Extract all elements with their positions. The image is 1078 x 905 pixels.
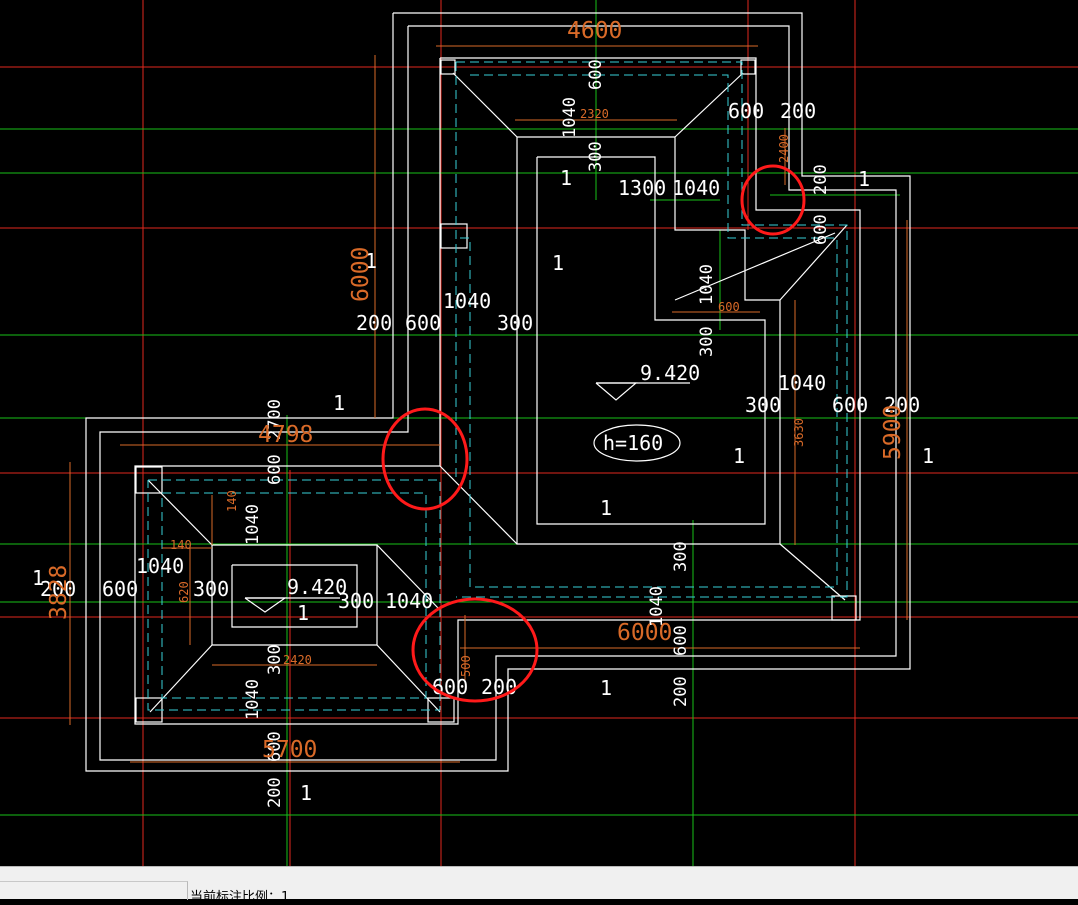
dim-label: 200 (780, 99, 816, 123)
grid-mark: 1 (552, 251, 564, 275)
dim-label: 600 (586, 59, 606, 90)
dim-label: 1040 (560, 97, 580, 138)
dim-label: 300 (697, 326, 717, 357)
grid-mark: 1 (600, 676, 612, 700)
dim-label: 2700 (265, 399, 285, 440)
elevation-labels: 9.420 9.420 h=160 (287, 361, 700, 599)
grid-mark: 1 (922, 444, 934, 468)
review-circle (411, 597, 539, 703)
lower-left-dimensions: 2700 4798 600 1040 140 200 600 1040 300 … (40, 399, 317, 808)
dim-label: 600 (718, 300, 740, 314)
dim-label: 1040 (136, 554, 184, 578)
dim-label: 600 (811, 214, 831, 245)
dim-label: 200 (811, 164, 831, 195)
cyan-dashed-lines (147, 61, 848, 711)
dim-label: 1040 (385, 589, 433, 613)
grid-mark: 1 (300, 781, 312, 805)
dim-label: 6000 (617, 620, 672, 646)
height-label-ellipse (593, 424, 681, 462)
dim-label: 3630 (792, 418, 806, 447)
dim-label: 300 (338, 589, 374, 613)
dim-label: 500 (459, 655, 473, 677)
elevation-label: 9.420 (287, 575, 347, 599)
dim-label: 140 (170, 538, 192, 552)
dim-label: 600 (832, 393, 868, 417)
dim-label: 200 (481, 675, 517, 699)
dim-label: 5900 (880, 405, 906, 460)
dim-label: 600 (405, 311, 441, 335)
dim-label: 600 (432, 675, 468, 699)
grid-mark: 1 (733, 444, 745, 468)
dim-label: 200 (356, 311, 392, 335)
cad-drawing-canvas[interactable]: 1 1 1 1 1 1 1 1 1 1 1 1 4600 600 1040 23… (0, 0, 1078, 866)
dim-label: 200 (884, 393, 920, 417)
dim-label: 600 (265, 731, 285, 762)
dim-label: 200 (671, 676, 691, 707)
dim-label: 300 (586, 141, 606, 172)
dim-label: 1040 (443, 289, 491, 313)
bottom-middle-dimensions: 300 1040 6000 300 1040 600 200 600 200 5… (338, 541, 691, 707)
review-markup (381, 164, 806, 703)
dim-label: 4798 (258, 422, 313, 448)
white-wall-outline (85, 12, 911, 772)
dim-label: 2400 (777, 134, 791, 163)
dim-label: 1040 (243, 679, 263, 720)
dim-label: 600 (728, 99, 764, 123)
grid-mark: 1 (297, 601, 309, 625)
height-label: h=160 (603, 431, 663, 455)
dim-label: 600 (102, 577, 138, 601)
dim-label: 1040 (778, 371, 826, 395)
red-axis-grid (0, 0, 1078, 866)
review-circle (740, 164, 806, 236)
grid-marks: 1 1 1 1 1 1 1 1 1 1 1 1 (32, 166, 934, 805)
dim-label: 300 (671, 541, 691, 572)
status-bar: 当前标注比例：1 (0, 866, 1078, 905)
dim-label: 1040 (243, 504, 263, 545)
dim-label: 300 (497, 311, 533, 335)
dimension-scale-status: 当前标注比例：1 (190, 890, 290, 905)
dim-label: 300 (265, 644, 285, 675)
dim-label: 600 (265, 454, 285, 485)
dim-label: 600 (671, 625, 691, 656)
orange-dimension-lines (69, 45, 908, 763)
grid-mark: 1 (858, 167, 870, 191)
right-side-dimensions: 1040 300 600 200 3630 5900 600 1040 300 (697, 264, 920, 460)
dim-label: 6000 (348, 247, 374, 302)
dim-label: 3828 (46, 565, 72, 620)
dim-label: 140 (225, 490, 239, 512)
grid-mark: 1 (32, 566, 44, 590)
dim-label: 2320 (580, 107, 609, 121)
left-upper-dimensions: 6000 200 600 1040 300 (348, 247, 533, 335)
dim-label: 300 (193, 577, 229, 601)
dim-label: 200 (40, 577, 76, 601)
top-block-dimensions: 4600 600 1040 2320 300 600 200 1300 1040… (560, 18, 831, 245)
grid-mark: 1 (365, 249, 377, 273)
dim-label: 4600 (567, 18, 622, 44)
dim-label: 1300 (618, 176, 666, 200)
grid-mark: 1 (560, 166, 572, 190)
dim-label: 5700 (262, 737, 317, 763)
dim-label: 1040 (647, 586, 667, 627)
dim-label: 200 (265, 777, 285, 808)
review-circle (381, 407, 469, 511)
grid-mark: 1 (333, 391, 345, 415)
green-dimension-lines (0, 0, 1078, 866)
dim-label: 2420 (283, 653, 312, 667)
grid-mark: 1 (600, 496, 612, 520)
dim-label: 300 (745, 393, 781, 417)
dim-label: 1040 (697, 264, 717, 305)
dim-label: 1040 (672, 176, 720, 200)
elevation-label: 9.420 (640, 361, 700, 385)
status-bar-cell (0, 881, 188, 900)
dim-label: 620 (177, 581, 191, 603)
